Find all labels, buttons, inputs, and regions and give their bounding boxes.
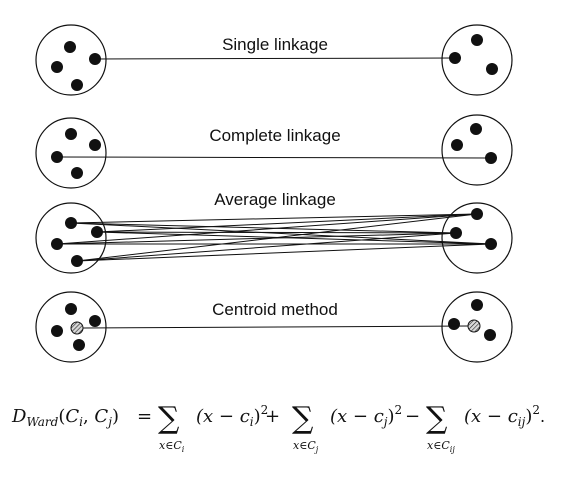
- method-label: Average linkage: [214, 190, 336, 209]
- row-complete-linkage: Complete linkage: [35, 114, 513, 189]
- pairwise-links: [56, 213, 492, 262]
- point: [51, 61, 63, 73]
- point: [71, 167, 83, 179]
- formula-D: D: [11, 406, 27, 427]
- cluster-right: [441, 24, 513, 96]
- svg-text:DWard(Ci, Cj): DWard(Ci, Cj): [11, 406, 119, 429]
- link-line: [94, 57, 456, 60]
- link-line: [96, 213, 478, 233]
- point: [470, 123, 482, 135]
- sum-index-1: x∈Ci: [159, 439, 185, 454]
- formula-minus: −: [405, 406, 420, 427]
- term-3: (x − cij)2.: [464, 403, 545, 429]
- formula-plus: +: [265, 406, 280, 427]
- link-line: [56, 156, 492, 159]
- term-2: (x − cj)2: [330, 403, 402, 429]
- formula-ward-subscript: Ward: [26, 415, 58, 429]
- point: [71, 79, 83, 91]
- sum-symbol: ∑: [292, 401, 314, 436]
- point: [471, 34, 483, 46]
- link-line: [76, 213, 478, 262]
- point: [51, 238, 63, 250]
- point: [71, 255, 83, 267]
- sum-symbol: ∑: [426, 401, 448, 436]
- point: [450, 227, 462, 239]
- sum-symbol: ∑: [158, 401, 180, 436]
- point: [51, 325, 63, 337]
- link-line: [76, 232, 457, 262]
- row-centroid-method: Centroid method: [35, 291, 513, 363]
- ward-formula: DWard(Ci, Cj) = ∑ x∈Ci (x − ci)2 + ∑ x∈C…: [11, 401, 545, 454]
- cluster-right: [441, 202, 513, 274]
- point: [73, 339, 85, 351]
- point: [65, 303, 77, 315]
- link-line: [82, 325, 469, 329]
- method-label: Single linkage: [222, 35, 328, 54]
- point: [471, 208, 483, 220]
- cluster-left: [35, 24, 107, 96]
- link-line: [96, 231, 457, 234]
- point: [451, 139, 463, 151]
- point: [448, 318, 460, 330]
- cluster-left: [35, 117, 107, 189]
- method-label: Centroid method: [212, 300, 338, 319]
- cluster-left: [35, 202, 107, 274]
- centroid-marker: [70, 321, 84, 335]
- cluster-points: [51, 208, 497, 267]
- link-line: [70, 222, 492, 245]
- link-line: [56, 232, 457, 245]
- point: [486, 63, 498, 75]
- point: [471, 299, 483, 311]
- point: [89, 315, 101, 327]
- link-line: [96, 231, 492, 245]
- row-average-linkage: Average linkage: [35, 190, 513, 274]
- point: [484, 329, 496, 341]
- link-line: [56, 213, 478, 245]
- sum-index-3: x∈Cij: [427, 439, 455, 454]
- point: [89, 139, 101, 151]
- link-line: [70, 222, 457, 234]
- point: [91, 226, 103, 238]
- row-single-linkage: Single linkage: [35, 24, 513, 96]
- link-line: [76, 243, 492, 262]
- term-1: (x − ci)2: [196, 403, 268, 429]
- centroid-marker: [467, 319, 481, 333]
- formula-equals: =: [137, 406, 152, 427]
- point: [65, 217, 77, 229]
- method-label: Complete linkage: [209, 126, 340, 145]
- point: [65, 128, 77, 140]
- point: [485, 238, 497, 250]
- cluster-right: [441, 114, 513, 186]
- link-line: [70, 213, 478, 224]
- point: [64, 41, 76, 53]
- sum-index-2: x∈Cj: [293, 439, 319, 454]
